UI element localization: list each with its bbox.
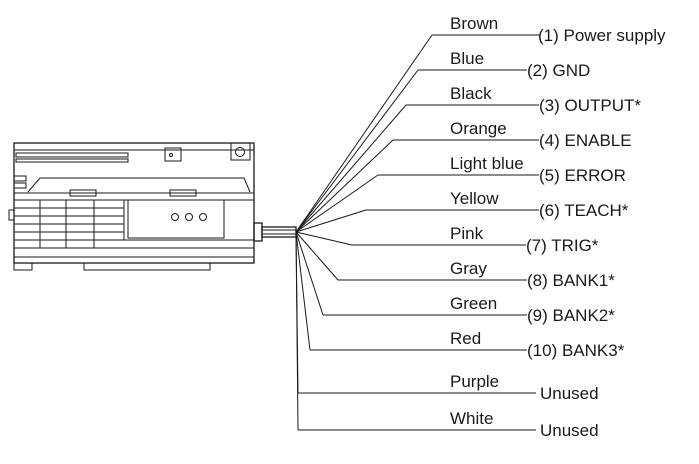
signal-label: (8) BANK1* — [527, 271, 615, 290]
wire-line — [295, 231, 353, 246]
wire-color-label: White — [450, 409, 493, 428]
signal-label: (6) TEACH* — [539, 201, 629, 220]
wire-9: Green (9) BANK2* — [295, 231, 615, 325]
signal-label: (5) ERROR — [539, 166, 626, 185]
wire-color-label: Gray — [450, 259, 487, 278]
signal-label: (3) OUTPUT* — [539, 96, 641, 115]
wire-10: Red (10) BANK3* — [295, 231, 625, 360]
wire-4: Orange (4) ENABLE — [295, 119, 632, 233]
wire-6: Yellow (6) TEACH* — [295, 189, 629, 233]
wire-line — [295, 34, 433, 233]
wire-color-label: Pink — [450, 224, 484, 243]
signal-label: Unused — [540, 421, 599, 440]
wire-color-label: Light blue — [450, 154, 524, 173]
wire-1: Brown (1) Power supply — [295, 14, 666, 233]
wire-line — [295, 69, 419, 233]
wire-line — [295, 209, 367, 233]
wire-color-label: Yellow — [450, 189, 499, 208]
wire-line — [295, 231, 339, 281]
signal-label: (2) GND — [527, 61, 590, 80]
wire-3: Black (3) OUTPUT* — [295, 84, 641, 233]
wire-color-label: Blue — [450, 49, 484, 68]
wire-2: Blue (2) GND — [295, 49, 590, 233]
wire-8: Gray (8) BANK1* — [295, 231, 615, 290]
signal-label: (10) BANK3* — [527, 341, 625, 360]
wire-color-label: Red — [450, 329, 481, 348]
wire-color-label: Purple — [450, 372, 499, 391]
signal-label: (1) Power supply — [538, 26, 666, 45]
wire-line — [295, 231, 311, 351]
wire-color-label: Orange — [450, 119, 507, 138]
wire-line — [295, 139, 394, 233]
wire-color-label: Green — [450, 294, 497, 313]
wire-7: Pink (7) TRIG* — [295, 224, 599, 255]
signal-label: (4) ENABLE — [539, 131, 632, 150]
wire-line — [295, 231, 299, 431]
wire-color-label: Brown — [450, 14, 498, 33]
signal-label: (7) TRIG* — [526, 236, 599, 255]
wire-color-label: Black — [450, 84, 492, 103]
wire-line — [295, 174, 379, 233]
wire-line — [295, 104, 407, 233]
wire-5: Light blue (5) ERROR — [295, 154, 626, 233]
device-illustration — [8, 142, 297, 271]
signal-label: Unused — [540, 384, 599, 403]
wire-line — [295, 231, 324, 316]
signal-label: (9) BANK2* — [527, 306, 615, 325]
